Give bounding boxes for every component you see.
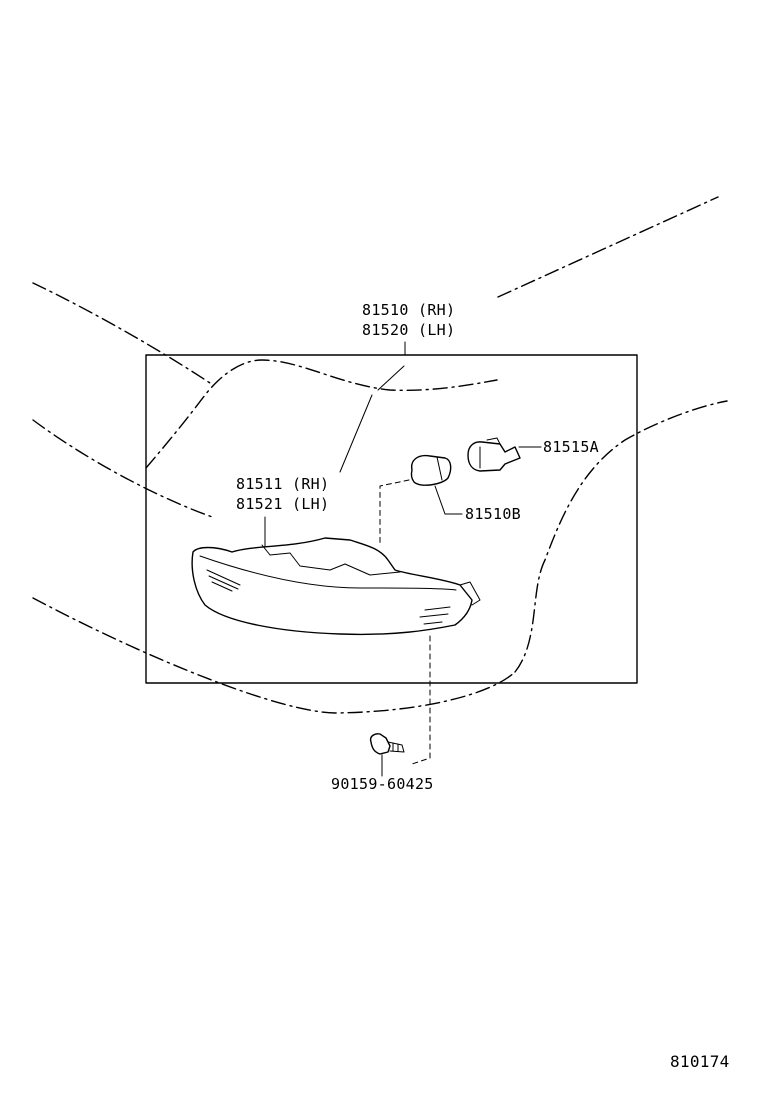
lamp-assembly-lh-number: 81520 (LH) (362, 321, 456, 339)
screw-shank (387, 741, 405, 753)
screw-part (369, 733, 405, 755)
label-bulb: 81510B (465, 505, 521, 523)
lens-lh-number: 81521 (LH) (236, 495, 330, 513)
detail-frame (145, 354, 638, 684)
bumper-lower-line (32, 597, 516, 714)
label-lens: 81511 (RH) 81521 (LH) (236, 474, 329, 514)
screw-insert-path (411, 635, 431, 765)
bulb-insert-path (379, 479, 410, 546)
screw-head (369, 733, 391, 755)
label-screw: 90159-60425 (331, 775, 434, 793)
socket-body (467, 441, 521, 472)
lamp-housing (191, 537, 473, 636)
headlamp-opening (145, 359, 498, 469)
label-socket: 81515A (543, 438, 599, 456)
label-lamp-assembly: 81510 (RH) 81520 (LH) (362, 300, 455, 340)
side-turn-lamp-assembly (191, 537, 481, 636)
lamp-back-bracket (261, 544, 401, 576)
hood-line-right (497, 196, 719, 298)
lamp-assembly-rh-number: 81510 (RH) (362, 301, 456, 319)
leader-lens (339, 394, 373, 473)
leader-lines (264, 341, 542, 777)
lamp-tab (459, 581, 481, 606)
bulb-glass (410, 454, 452, 486)
bulb-part (410, 454, 452, 486)
leader-lamp-assy-inner (377, 365, 405, 391)
leader-bulb (434, 485, 463, 515)
fender-curve (514, 400, 728, 673)
lamp-lens-upper-edge (199, 555, 457, 591)
hood-line-upper (32, 282, 211, 384)
vehicle-body-outline (32, 196, 728, 714)
figure-number: 810174 (670, 1052, 730, 1071)
bumper-upper-line (32, 419, 216, 519)
lens-highlight-marks (206, 569, 451, 625)
lens-rh-number: 81511 (RH) (236, 475, 330, 493)
socket-part (467, 437, 521, 472)
